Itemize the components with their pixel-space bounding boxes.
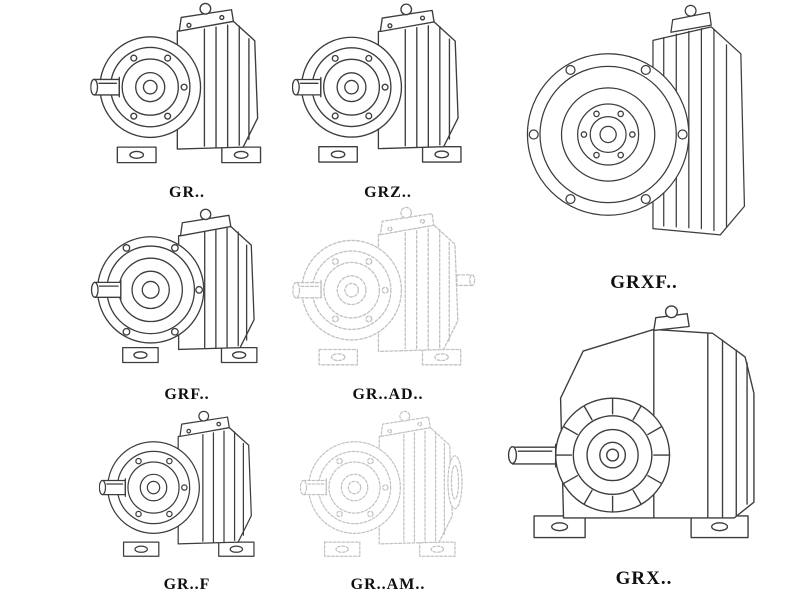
gearbox-drawing-gr-am <box>292 410 463 573</box>
gearbox-figure-grxf: GRXF.. <box>498 0 790 296</box>
gearbox-label-grz: GRZ.. <box>364 184 412 201</box>
gearbox-figure-gr: GR.. <box>88 2 286 204</box>
gearbox-label-gr-am: GR..AM.. <box>350 576 426 593</box>
gearbox-drawing-gr <box>88 2 286 181</box>
gearbox-label-gr-f: GR..F <box>163 576 211 593</box>
gearbox-label-grx: GRX.. <box>615 568 673 589</box>
gearbox-figure-grx: GRX.. <box>498 300 790 592</box>
gearbox-figure-grf: GRF.. <box>88 206 286 406</box>
gearbox-drawing-grxf <box>498 0 790 269</box>
input-shaft-adapter <box>456 274 476 287</box>
gearbox-drawing-gr-f <box>88 410 286 573</box>
gearbox-label-gr: GR.. <box>169 184 205 201</box>
gearbox-label-grxf: GRXF.. <box>610 272 678 293</box>
gearbox-drawing-gr-ad <box>292 206 476 383</box>
gearbox-figure-gr-f: GR..F <box>88 410 286 596</box>
gearbox-label-grf: GRF.. <box>164 386 210 403</box>
gearbox-figure-gr-ad: GR..AD.. <box>292 206 484 406</box>
gearbox-figure-grz: GRZ.. <box>292 2 484 204</box>
gearbox-label-gr-ad: GR..AD.. <box>352 386 424 403</box>
gearbox-drawing-grf <box>88 206 286 383</box>
gearbox-drawing-grx <box>498 300 790 565</box>
gearbox-drawing-grz <box>292 2 484 181</box>
gearbox-figure-gr-am: GR..AM.. <box>292 410 484 596</box>
motor-mounting-flange <box>447 455 463 510</box>
